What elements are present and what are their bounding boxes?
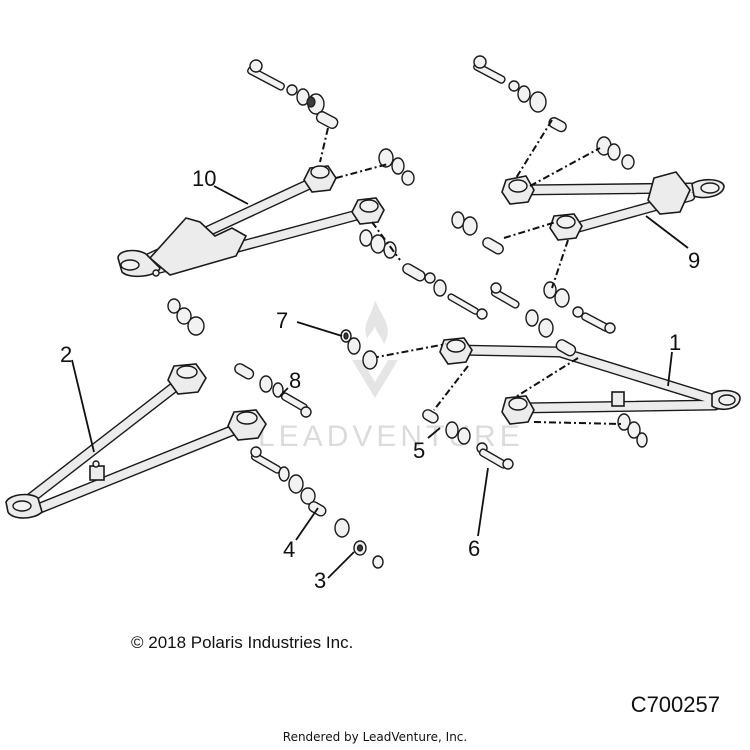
callout-10: 10 bbox=[192, 166, 216, 191]
watermark: LEADVENTURE bbox=[258, 300, 524, 453]
callout-1: 1 bbox=[669, 330, 681, 355]
upper-right-pivot-hardware[interactable] bbox=[596, 136, 635, 170]
callout-6: 6 bbox=[468, 536, 480, 561]
upper-left-pivot-hardware[interactable] bbox=[378, 148, 415, 186]
center-washer-stack[interactable] bbox=[340, 329, 378, 370]
callout-2: 2 bbox=[60, 342, 72, 367]
upper-right-lower-bolt-stack[interactable] bbox=[543, 281, 616, 334]
callout-3: 3 bbox=[314, 568, 326, 593]
lower-left-a-arm[interactable] bbox=[5, 363, 267, 519]
lower-left-bolt-stack[interactable] bbox=[250, 446, 384, 569]
lower-right-rear-stack[interactable] bbox=[617, 413, 648, 448]
callout-5: 5 bbox=[413, 438, 425, 463]
diagram-code: C700257 bbox=[630, 692, 720, 717]
watermark-logo-icon bbox=[352, 300, 398, 398]
upper-left-bolt-stack[interactable] bbox=[247, 59, 340, 130]
callout-4: 4 bbox=[283, 537, 295, 562]
lower-left-front-stack[interactable] bbox=[233, 362, 312, 418]
callout-8: 8 bbox=[289, 368, 301, 393]
leader-lines bbox=[71, 185, 689, 579]
center-bolt-stack[interactable] bbox=[421, 408, 514, 470]
lower-right-a-arm[interactable] bbox=[439, 337, 741, 425]
watermark-text: LEADVENTURE bbox=[258, 420, 524, 453]
callout-labels: 10 9 7 1 2 8 5 6 4 3 bbox=[60, 166, 700, 593]
upper-left-front-pivot-stack[interactable] bbox=[359, 229, 488, 320]
callout-9: 9 bbox=[688, 248, 700, 273]
lower-right-pivot-bolts[interactable] bbox=[490, 282, 578, 358]
callout-7: 7 bbox=[276, 308, 288, 333]
upper-right-a-arm[interactable] bbox=[501, 171, 725, 241]
upper-right-bolt-stack[interactable] bbox=[473, 55, 568, 133]
lower-left-rear-stack[interactable] bbox=[167, 298, 205, 336]
upper-right-front-pivot-stack[interactable] bbox=[451, 211, 505, 256]
rendered-by-credit: Rendered by LeadVenture, Inc. bbox=[282, 730, 468, 744]
copyright-notice: © 2018 Polaris Industries Inc. bbox=[131, 633, 354, 652]
upper-left-a-arm[interactable] bbox=[117, 165, 385, 278]
